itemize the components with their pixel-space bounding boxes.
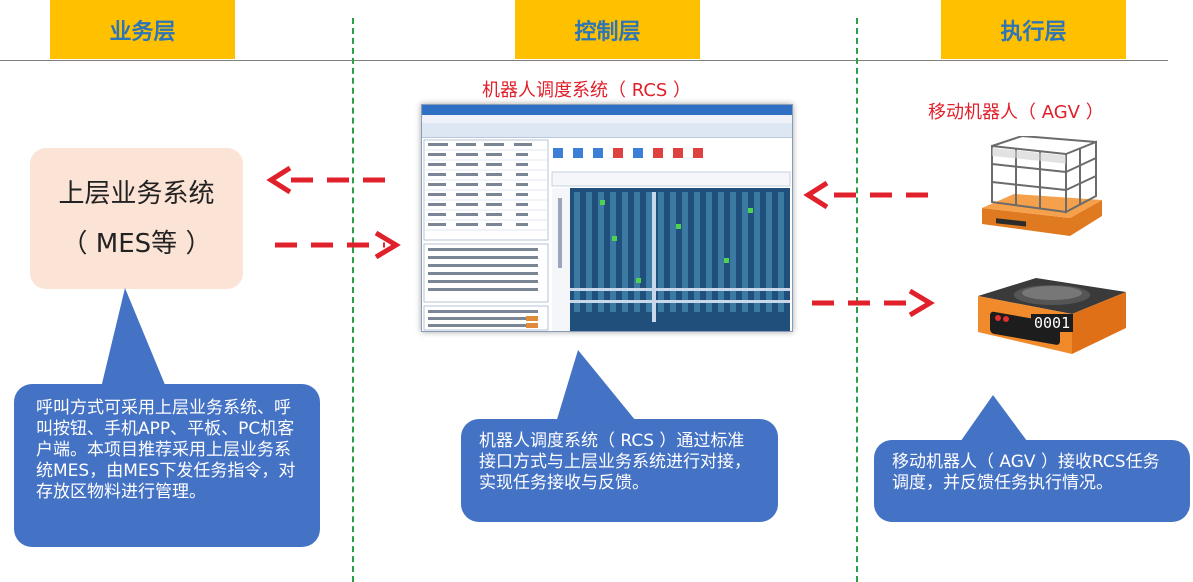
header-business-label: 业务层 <box>109 19 176 45</box>
bubble-tail-business <box>100 288 168 392</box>
bubble-execution: 移动机器人（ AGV ）接收RCS任务调度，并反馈任务执行情况。 <box>874 440 1190 522</box>
header-execution-label: 执行层 <box>1000 19 1067 45</box>
rcs-screenshot-icon <box>421 104 793 332</box>
arrow-left-icon <box>266 165 385 195</box>
arrow-right-icon <box>812 288 935 318</box>
bubble-business-text: 呼叫方式可采用上层业务系统、呼叫按钮、手机APP、平板、PC机客户端。本项目推荐… <box>36 398 296 502</box>
rcs-title: 机器人调度系统（ RCS ） <box>482 80 692 101</box>
mes-box-line2: （ MES等 ） <box>61 228 212 259</box>
header-control-label: 控制层 <box>574 19 641 45</box>
agv-title: 移动机器人（ AGV ） <box>928 102 1104 123</box>
header-execution: 执行层 <box>941 0 1126 59</box>
rcs-window-titlebar <box>422 105 792 115</box>
bubble-tail-execution <box>958 395 1030 445</box>
mes-system-box: 上层业务系统 （ MES等 ） <box>30 148 243 289</box>
lift-agv-icon <box>978 278 1126 354</box>
header-divider-line <box>0 60 1168 61</box>
agv-counter-display: 0001 <box>1031 314 1074 332</box>
layer-divider-1 <box>352 18 354 582</box>
arrow-right-icon <box>275 230 401 260</box>
mes-box-line1: 上层业务系统 <box>58 178 215 209</box>
layer-divider-2 <box>856 18 858 582</box>
rcs-window-toolbar <box>422 123 792 138</box>
bubble-execution-text: 移动机器人（ AGV ）接收RCS任务调度，并反馈任务执行情况。 <box>892 452 1160 493</box>
rack-agv-icon <box>982 136 1102 236</box>
bubble-business: 呼叫方式可采用上层业务系统、呼叫按钮、手机APP、平板、PC机客户端。本项目推荐… <box>14 384 320 547</box>
rcs-window-body <box>423 139 791 331</box>
bubble-tail-control <box>555 350 640 426</box>
arrow-left-icon <box>803 180 928 210</box>
rcs-window-menubar <box>422 115 792 123</box>
header-control: 控制层 <box>515 0 700 59</box>
header-business: 业务层 <box>50 0 235 59</box>
bubble-control: 机器人调度系统（ RCS ）通过标准接口方式与上层业务系统进行对接，实现任务接收… <box>461 419 778 522</box>
bubble-control-text: 机器人调度系统（ RCS ）通过标准接口方式与上层业务系统进行对接，实现任务接收… <box>479 431 751 493</box>
